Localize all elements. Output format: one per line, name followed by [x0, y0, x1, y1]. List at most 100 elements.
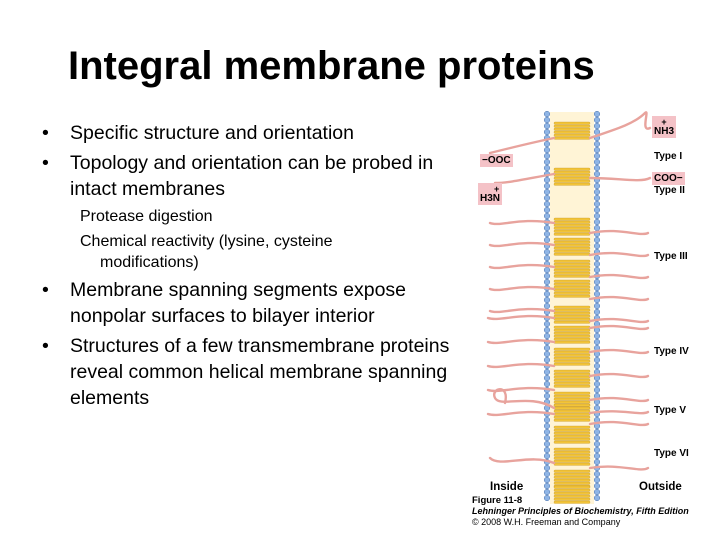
- protein-loop: [588, 372, 650, 379]
- lipid-head: [543, 488, 551, 496]
- helix: [553, 305, 591, 324]
- lipid-head: [593, 476, 601, 484]
- helix: [553, 347, 591, 366]
- bullet-item: •Specific structure and orientation: [42, 122, 354, 144]
- lipid-head: [593, 362, 601, 370]
- helix: [553, 259, 591, 278]
- lipid-head: [543, 194, 551, 202]
- protein-loop: [588, 317, 650, 324]
- bullet-item: •Structures of a few transmembrane prote…: [42, 335, 450, 409]
- h3n-label: +H3N: [478, 183, 503, 205]
- lipid-head: [543, 188, 551, 196]
- lipid-head: [593, 302, 601, 310]
- protein-loop: [488, 219, 556, 226]
- lipid-head: [543, 428, 551, 436]
- lipid-head: [543, 236, 551, 244]
- helix: [553, 237, 591, 256]
- lipid-head: [593, 266, 601, 274]
- figure-caption: Figure 11-8 Lehninger Principles of Bioc…: [472, 495, 689, 527]
- lipid-head: [543, 200, 551, 208]
- bullet-item: •Membrane spanning segments expose nonpo…: [42, 279, 407, 327]
- protein-loop: [588, 396, 650, 403]
- lipid-head: [593, 164, 601, 172]
- lipid-head: [593, 236, 601, 244]
- lipid-head: [543, 326, 551, 334]
- helix: [553, 425, 591, 444]
- lipid-head: [543, 434, 551, 442]
- type-label: Type IV: [654, 346, 689, 357]
- lipid-head: [543, 422, 551, 430]
- protein-loop: [488, 263, 556, 270]
- helix: [553, 217, 591, 236]
- lipid-head: [593, 260, 601, 268]
- protein-loop: [588, 465, 650, 471]
- protein-loop: [493, 388, 556, 410]
- lipid-head: [593, 110, 601, 118]
- lipid-head: [593, 452, 601, 460]
- lipid-head: [543, 494, 551, 502]
- lipid-head: [593, 278, 601, 286]
- lipid-head: [543, 158, 551, 166]
- bullet-item: •Topology and orientation can be probed …: [42, 152, 434, 200]
- protein-loop: [488, 456, 556, 465]
- lipid-head: [543, 452, 551, 460]
- lipid-head: [543, 356, 551, 364]
- protein-chains: [486, 111, 652, 504]
- lipid-head: [593, 446, 601, 454]
- protein-loop: [486, 362, 556, 369]
- lipid-head: [593, 116, 601, 124]
- lipid-head: [543, 344, 551, 352]
- protein-loop: [588, 410, 650, 415]
- lipid-head: [543, 320, 551, 328]
- lipid-head: [593, 308, 601, 316]
- bullet-dot: •: [42, 122, 49, 144]
- lipid-head: [593, 386, 601, 394]
- lipid-head: [543, 254, 551, 262]
- type-label: Type I: [654, 151, 683, 162]
- lipid-head: [543, 272, 551, 280]
- lipid-head: [593, 284, 601, 292]
- lipid-head: [543, 290, 551, 298]
- lipid-head: [593, 200, 601, 208]
- lipid-head: [543, 122, 551, 130]
- protein-loop: [486, 338, 556, 345]
- outside-label: Outside: [639, 481, 682, 493]
- lipid-head: [593, 242, 601, 250]
- bullet-dot: •: [42, 279, 49, 301]
- protein-loop: [588, 111, 652, 140]
- lipid-head: [593, 338, 601, 346]
- lipid-head: [543, 296, 551, 304]
- lipid-head: [543, 224, 551, 232]
- nh3-label: +NH3: [652, 116, 677, 138]
- protein-loop: [488, 307, 556, 314]
- helix: [553, 447, 591, 466]
- lipid-head: [543, 482, 551, 490]
- protein-loop: [588, 420, 650, 427]
- lipid-head: [543, 110, 551, 118]
- lipid-head: [543, 392, 551, 400]
- lipid-head: [543, 248, 551, 256]
- lipid-head: [593, 206, 601, 214]
- lipid-head: [593, 356, 601, 364]
- membrane-protein-figure: [486, 110, 652, 504]
- helix: [553, 325, 591, 344]
- lipid-head: [593, 212, 601, 220]
- helix: [553, 485, 591, 504]
- coo-label: COO−: [652, 172, 685, 185]
- lipid-head: [543, 416, 551, 424]
- lipid-head: [593, 158, 601, 166]
- lipid-head: [543, 440, 551, 448]
- type-label: Type III: [654, 251, 688, 262]
- protein-loop: [486, 386, 556, 393]
- lipid-head: [593, 182, 601, 190]
- lipid-head: [543, 374, 551, 382]
- lipid-head: [543, 380, 551, 388]
- bullet-dot: •: [42, 152, 49, 174]
- protein-loop: [488, 285, 556, 292]
- protein-loop: [588, 229, 650, 236]
- lipid-head: [543, 470, 551, 478]
- lipid-head: [593, 470, 601, 478]
- lipid-head: [543, 116, 551, 124]
- lipid-head: [593, 434, 601, 442]
